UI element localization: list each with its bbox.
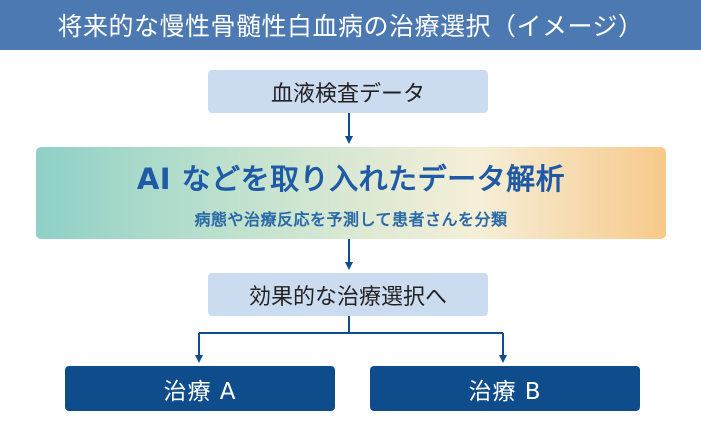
effective-treatment-box: 効果的な治療選択へ <box>208 273 488 316</box>
data-analysis-box: AI などを取り入れたデータ解析 病態や治療反応を予測して患者さんを分類 <box>36 147 666 239</box>
blood-test-data-label: 血液検査データ <box>270 81 425 107</box>
treatment-b-box: 治療 B <box>370 366 640 411</box>
treatment-b-label: 治療 B <box>468 378 542 405</box>
page-title: 将来的な慢性骨髄性白血病の治療選択（イメージ） <box>0 0 701 50</box>
treatment-a-label: 治療 A <box>163 378 237 405</box>
treatment-a-box: 治療 A <box>65 366 335 411</box>
data-analysis-subtitle: 病態や治療反応を予測して患者さんを分類 <box>194 210 508 229</box>
blood-test-data-box: 血液検査データ <box>208 70 488 113</box>
effective-treatment-label: 効果的な治療選択へ <box>248 284 447 310</box>
data-analysis-title: AI などを取り入れたデータ解析 <box>136 162 566 196</box>
